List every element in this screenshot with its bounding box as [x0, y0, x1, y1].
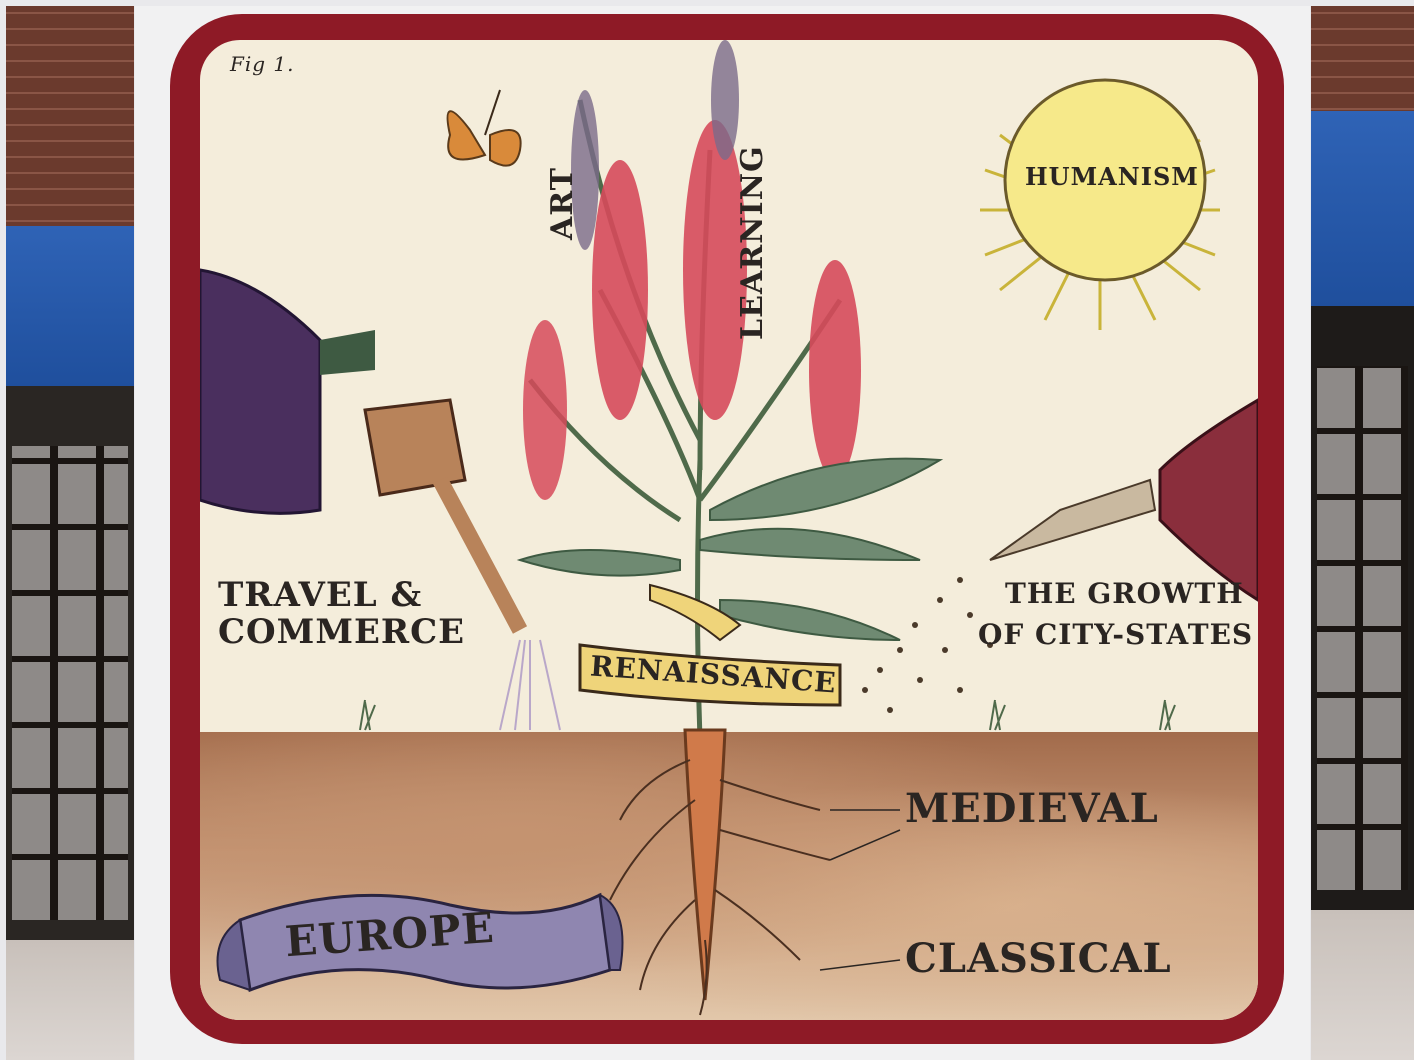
- label-art: ART: [545, 167, 580, 240]
- blue-awning: [1311, 111, 1414, 306]
- label-humanism: HUMANISM: [1025, 162, 1199, 191]
- label-medieval: MEDIEVAL: [905, 785, 1159, 832]
- brick-wall: [6, 6, 134, 236]
- label-classical: CLASSICAL: [905, 935, 1172, 982]
- illustration-panel: Fig 1. ART LEARNING HUMANISM TRAVEL & CO…: [200, 40, 1258, 1020]
- label-travel-commerce-line1: TRAVEL &: [218, 575, 422, 615]
- sidewalk: [6, 940, 134, 1060]
- sun-icon: [980, 80, 1220, 330]
- label-city-states-line2: OF CITY-STATES: [978, 618, 1253, 651]
- shop-window: [6, 386, 134, 940]
- seed-packet-icon: [862, 400, 1258, 713]
- label-city-states-line1: THE GROWTH: [1005, 577, 1244, 610]
- butterfly-icon: [448, 90, 521, 166]
- plant-root: [610, 730, 900, 1015]
- figure-label: Fig 1.: [230, 52, 295, 76]
- label-travel-commerce-line2: COMMERCE: [218, 612, 465, 652]
- sidewalk: [1311, 910, 1414, 1060]
- label-learning: LEARNING: [735, 145, 770, 340]
- background-street-left: [6, 6, 134, 1060]
- shop-door: [1311, 306, 1414, 910]
- watering-can-icon: [200, 270, 560, 730]
- background-street-right: [1311, 6, 1414, 1060]
- blue-awning: [6, 226, 134, 386]
- leaves: [520, 459, 940, 640]
